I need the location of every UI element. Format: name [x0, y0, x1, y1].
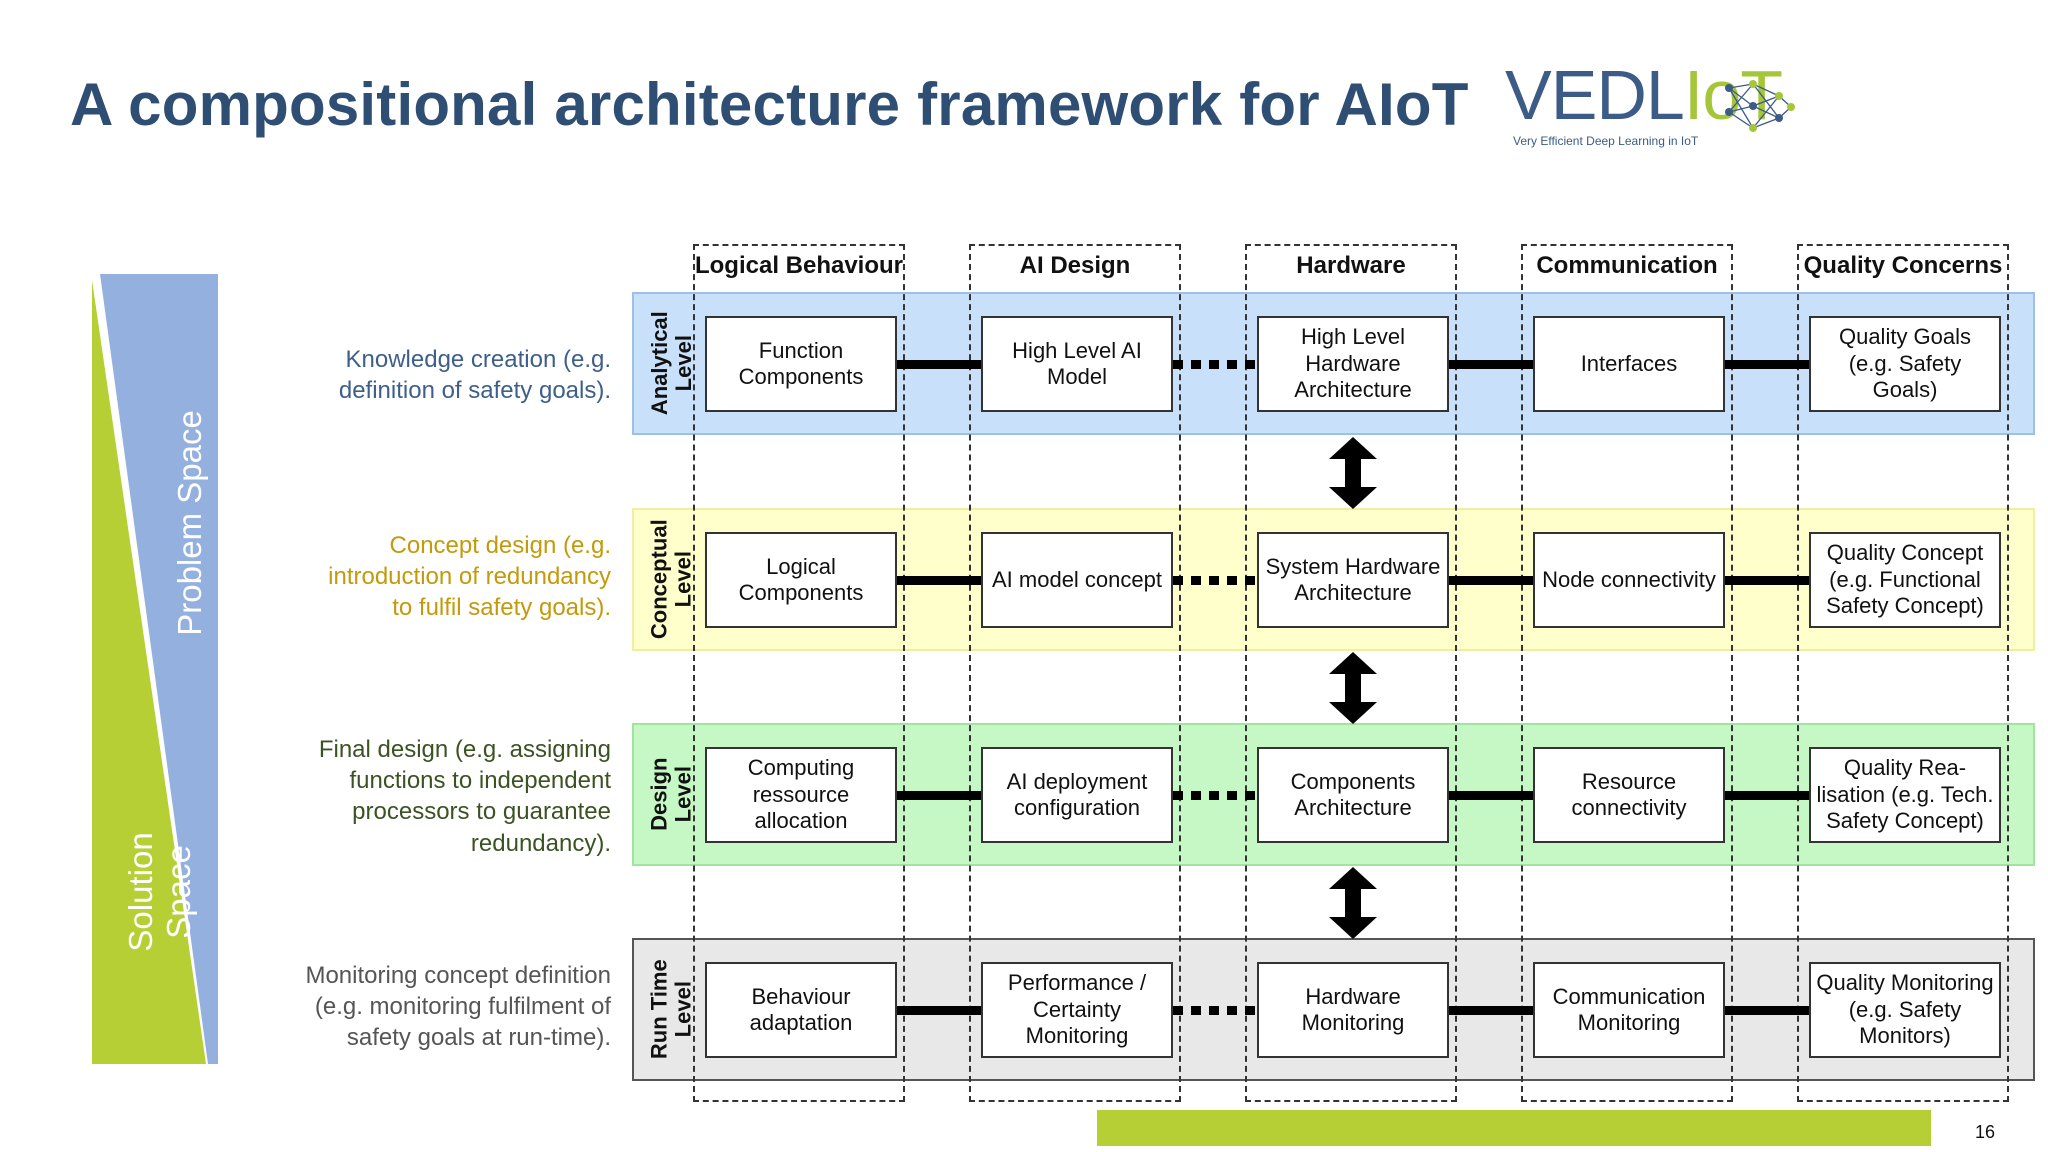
- double-arrow-icon: [1329, 652, 1377, 724]
- connector: [897, 576, 981, 585]
- column-frame-logical-behaviour: [693, 244, 905, 1102]
- footer-accent-bar: [1097, 1110, 1931, 1146]
- cell-runtime-logical-behaviour: Behaviour adaptation: [705, 962, 897, 1058]
- column-frame-communication: [1521, 244, 1733, 1102]
- page-title: A compositional architecture framework f…: [70, 71, 1469, 138]
- connector: [897, 1006, 981, 1015]
- solution-space-label: Solution Space: [122, 832, 197, 952]
- problem-space-label: Problem Space: [171, 410, 209, 636]
- cell-runtime-quality-concerns: Quality Monitoring (e.g. Safety Monitors…: [1809, 962, 2001, 1058]
- connector: [897, 360, 981, 369]
- connector: [1725, 576, 1809, 585]
- column-header-hardware: Hardware: [1296, 252, 1406, 279]
- connector-dotted: [1173, 1006, 1257, 1015]
- cell-conceptual-quality-concerns: Quality Concept (e.g. Functional Safety …: [1809, 532, 2001, 628]
- connector-dotted: [1173, 791, 1257, 800]
- cell-design-logical-behaviour: Computing ressource allocation: [705, 747, 897, 843]
- cell-design-quality-concerns: Quality Rea- lisation (e.g. Tech. Safety…: [1809, 747, 2001, 843]
- cell-conceptual-logical-behaviour: Logical Components: [705, 532, 897, 628]
- cell-conceptual-hardware: System Hardware Architecture: [1257, 532, 1449, 628]
- page-number: 16: [1975, 1122, 1996, 1142]
- cell-analytical-ai-design: High Level AI Model: [981, 316, 1173, 412]
- connector: [1449, 576, 1533, 585]
- cell-runtime-hardware: Hardware Monitoring: [1257, 962, 1449, 1058]
- connector: [1725, 360, 1809, 369]
- level-description-conceptual: Concept design (e.g. introduction of red…: [328, 532, 611, 622]
- connector: [1725, 1006, 1809, 1015]
- cell-analytical-logical-behaviour: Function Components: [705, 316, 897, 412]
- neural-network-icon: [1725, 80, 1795, 132]
- connector: [1449, 360, 1533, 369]
- column-header-communication: Communication: [1536, 252, 1718, 279]
- space-wedge: [92, 274, 218, 1064]
- connector: [1449, 1006, 1533, 1015]
- logo-tagline: Very Efficient Deep Learning in IoT: [1513, 134, 1699, 148]
- column-header-quality-concerns: Quality Concerns: [1803, 252, 2003, 279]
- cell-runtime-ai-design: Performance / Certainty Monitoring: [981, 962, 1173, 1058]
- cell-design-hardware: Components Architecture: [1257, 747, 1449, 843]
- column-frame-hardware: [1245, 244, 1457, 1102]
- column-header-ai-design: AI Design: [1019, 252, 1131, 279]
- level-description-analytical: Knowledge creation (e.g. definition of s…: [338, 346, 611, 405]
- vedliot-logo: VEDLIoT Very Efficient Deep Learning in …: [1505, 60, 1795, 156]
- cell-runtime-communication: Communication Monitoring: [1533, 962, 1725, 1058]
- logo-main: VEDL: [1505, 56, 1685, 134]
- level-description-design: Final design (e.g. assigning functions t…: [318, 736, 611, 857]
- double-arrow-icon: [1329, 437, 1377, 509]
- cell-design-ai-design: AI deployment configuration: [981, 747, 1173, 843]
- connector: [1449, 791, 1533, 800]
- connector-dotted: [1173, 576, 1257, 585]
- connector: [1725, 791, 1809, 800]
- double-arrow-icon: [1329, 867, 1377, 939]
- column-frame-ai-design: [969, 244, 1181, 1102]
- cell-conceptual-ai-design: AI model concept: [981, 532, 1173, 628]
- connector: [897, 791, 981, 800]
- cell-analytical-quality-concerns: Quality Goals (e.g. Safety Goals): [1809, 316, 2001, 412]
- cell-design-communication: Resource connectivity: [1533, 747, 1725, 843]
- column-frame-quality-concerns: [1797, 244, 2009, 1102]
- level-description-runtime: Monitoring concept definition (e.g. moni…: [305, 962, 611, 1052]
- cell-analytical-hardware: High Level Hardware Architecture: [1257, 316, 1449, 412]
- connector-dotted: [1173, 360, 1257, 369]
- cell-conceptual-communication: Node connectivity: [1533, 532, 1725, 628]
- column-header-logical-behaviour: Logical Behaviour: [694, 252, 904, 279]
- cell-analytical-communication: Interfaces: [1533, 316, 1725, 412]
- problem-solution-space: Problem Space Solution Space: [90, 274, 220, 1064]
